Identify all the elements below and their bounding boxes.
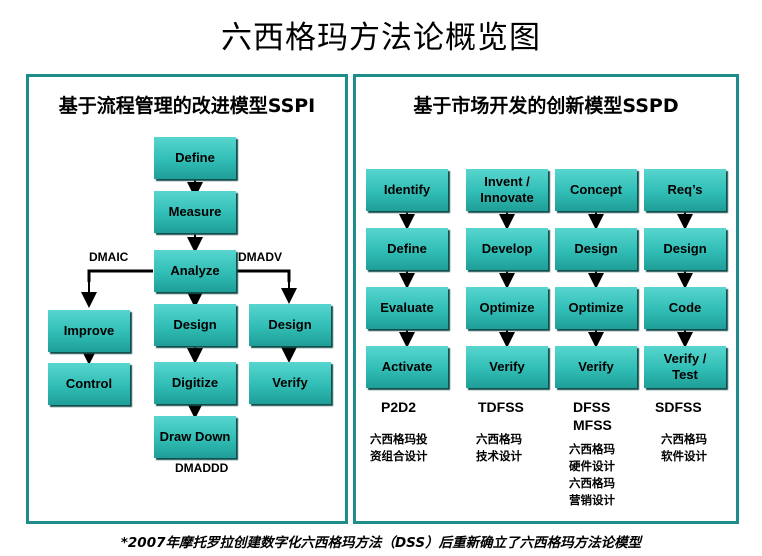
tdfss-optimize: Optimize: [466, 287, 548, 329]
tdfss-verify: Verify: [466, 346, 548, 388]
sspd-heading: 基于市场开发的创新模型SSPD: [413, 95, 679, 117]
sdfss-code: Code: [644, 287, 726, 329]
step-analyze: Analyze: [154, 250, 236, 292]
sdfss-verify-test: Verify / Test: [644, 346, 726, 388]
step-measure: Measure: [154, 191, 236, 233]
sdfss-design: Design: [644, 228, 726, 270]
footer-note: *2007年摩托罗拉创建数字化六西格玛方法（DSS）后重新确立了六西格玛方法论模…: [120, 535, 642, 551]
sspi-heading: 基于流程管理的改进模型SSPI: [58, 95, 316, 117]
p2d2-activate: Activate: [366, 346, 448, 388]
page-title: 六西格玛方法论概览图: [221, 20, 541, 56]
step-define: Define: [154, 137, 236, 179]
dfss-optimize: Optimize: [555, 287, 637, 329]
p2d2-code: P2D2: [381, 399, 417, 415]
step-design-dmadv: Design: [249, 304, 331, 346]
step-improve: Improve: [48, 310, 130, 352]
step-design: Design: [154, 304, 236, 346]
dmaic-label: DMAIC: [89, 250, 129, 264]
tdfss-invent: Invent / Innovate: [466, 169, 548, 211]
step-draw-down: Draw Down: [154, 416, 236, 458]
tdfss-code: TDFSS: [478, 399, 524, 415]
dfss-verify: Verify: [555, 346, 637, 388]
p2d2-identify: Identify: [366, 169, 448, 211]
step-verify-dmadv: Verify: [249, 362, 331, 404]
dfss-code: DFSS MFSS: [573, 399, 612, 433]
step-digitize: Digitize: [154, 362, 236, 404]
tdfss-develop: Develop: [466, 228, 548, 270]
dmaddd-label: DMADDD: [175, 461, 229, 475]
sdfss-code-label: SDFSS: [655, 399, 702, 415]
dmadv-label: DMADV: [238, 250, 282, 264]
dfss-desc: 六西格玛 硬件设计 六西格玛 营销设计: [569, 442, 615, 507]
sdfss-reqs: Req’s: [644, 169, 726, 211]
tdfss-desc: 六西格玛 技术设计: [476, 432, 522, 463]
p2d2-desc: 六西格玛投 资组合设计: [370, 432, 428, 463]
dfss-concept: Concept: [555, 169, 637, 211]
step-control: Control: [48, 363, 130, 405]
dfss-design: Design: [555, 228, 637, 270]
p2d2-evaluate: Evaluate: [366, 287, 448, 329]
p2d2-define: Define: [366, 228, 448, 270]
sdfss-desc: 六西格玛 软件设计: [661, 432, 707, 463]
